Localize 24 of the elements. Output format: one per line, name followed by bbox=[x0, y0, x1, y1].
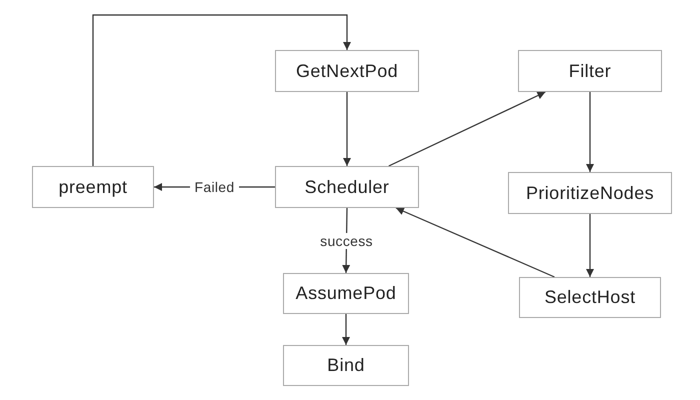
arrow bbox=[343, 92, 351, 166]
node-label: PrioritizeNodes bbox=[526, 182, 654, 204]
arrow bbox=[92, 14, 351, 166]
node-label: AssumePod bbox=[296, 283, 396, 304]
arrow bbox=[396, 207, 555, 278]
process-box bbox=[519, 277, 661, 318]
process-box bbox=[283, 273, 409, 314]
arrow bbox=[586, 92, 594, 172]
process-box bbox=[518, 50, 662, 92]
node-label: Filter bbox=[568, 60, 612, 82]
arrow bbox=[342, 314, 350, 345]
arrow bbox=[388, 91, 546, 167]
node-label: GetNextPod bbox=[296, 60, 398, 82]
process-box bbox=[32, 166, 154, 208]
process-box bbox=[283, 345, 409, 386]
node-label: SelectHost bbox=[544, 287, 636, 308]
arrow bbox=[586, 214, 594, 277]
process-box bbox=[275, 50, 419, 92]
process-box bbox=[275, 166, 419, 208]
node-label: Bind bbox=[327, 355, 365, 376]
process-box bbox=[508, 172, 672, 214]
edge-label: Failed bbox=[190, 179, 240, 195]
node-label: preempt bbox=[58, 176, 128, 198]
node-label: Scheduler bbox=[304, 176, 390, 198]
